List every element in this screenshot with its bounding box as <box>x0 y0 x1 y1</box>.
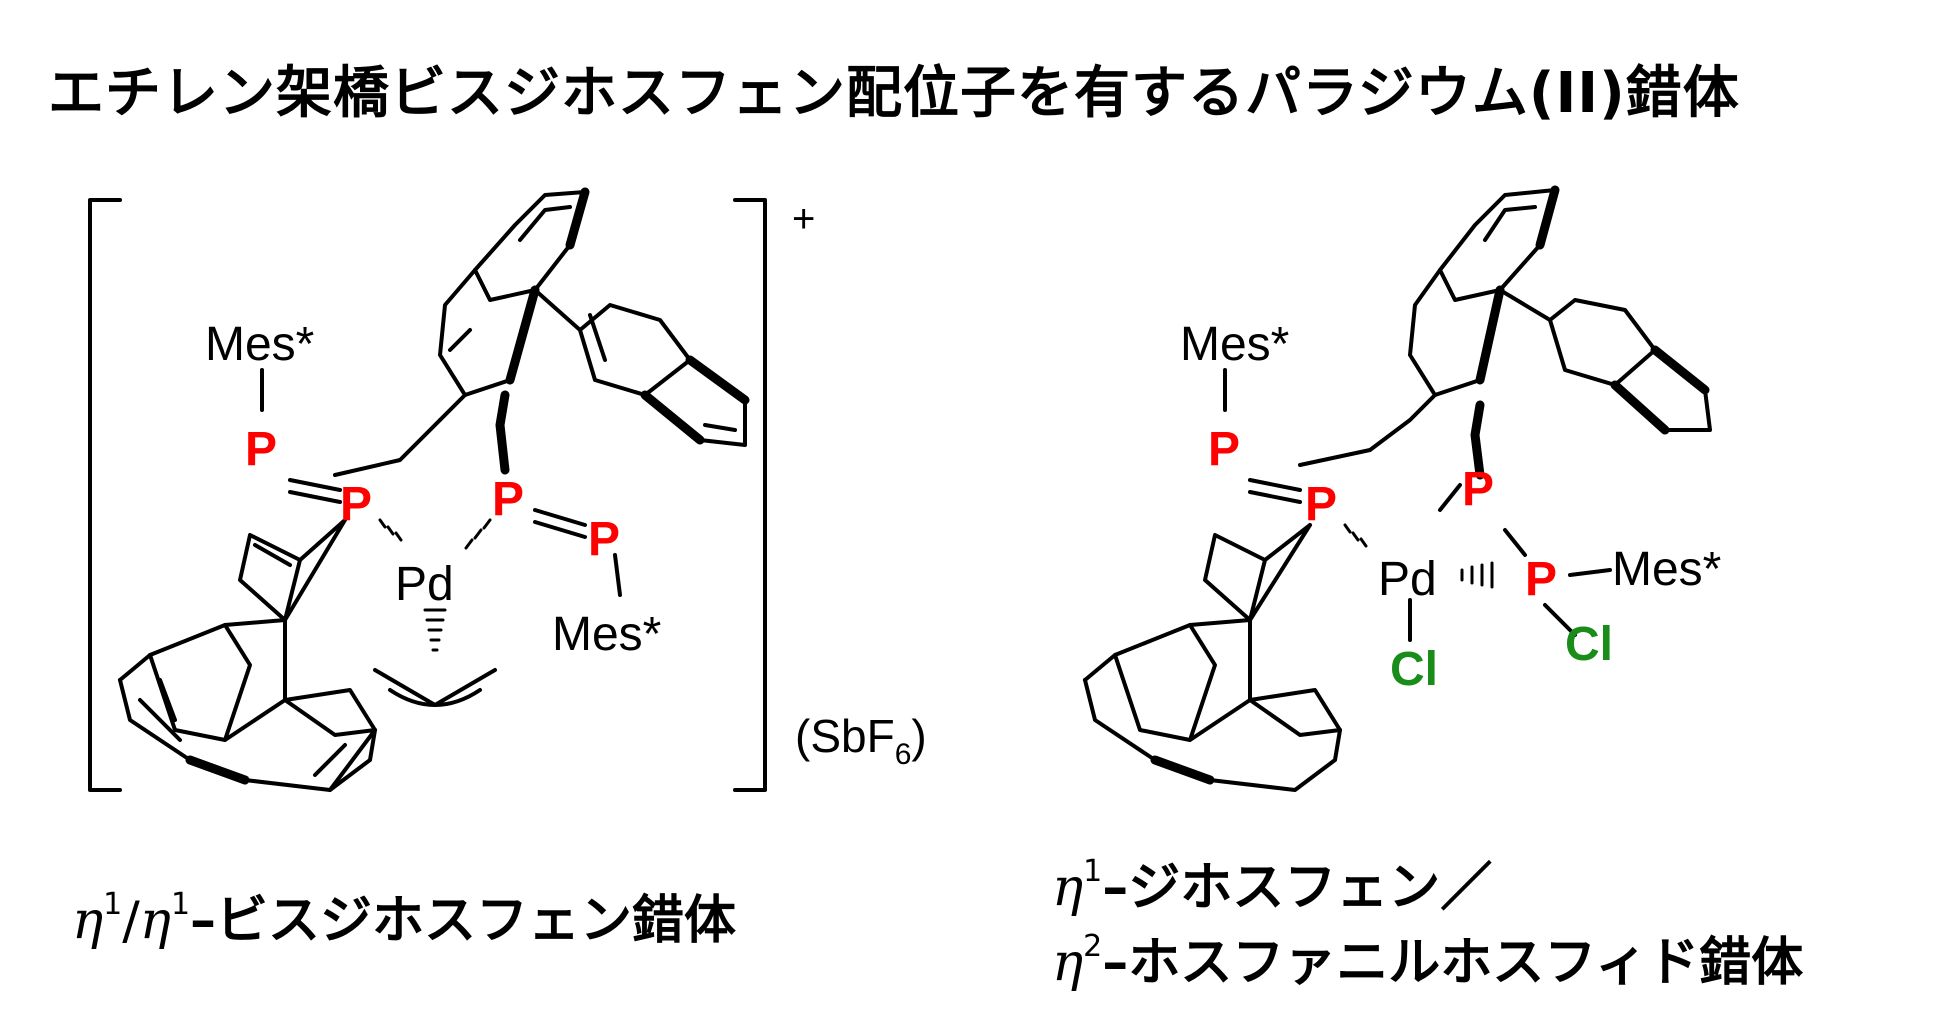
left-mes-right: Mes* <box>552 608 661 661</box>
left-caption-sup1: 1 <box>103 887 123 922</box>
lower-ring-1 <box>238 518 347 622</box>
right-cl-p: Cl <box>1565 618 1613 671</box>
left-caption-text: –ビスジホスフェン錯体 <box>190 891 737 951</box>
right-p-mid: P <box>1305 478 1337 531</box>
right-cl-pd: Cl <box>1390 643 1438 696</box>
right-caption-text2: –ホスファニルホスフィド錯体 <box>1102 933 1804 993</box>
right-caption-eta1: η <box>1052 858 1084 918</box>
left-caption-eta2: η <box>139 891 171 951</box>
right-pd: Pd <box>1378 553 1437 606</box>
right-caption-text1: –ジホスフェン／ <box>1102 858 1493 918</box>
pd-p-dash-right <box>464 518 492 550</box>
right-p-top: P <box>1208 423 1240 476</box>
counterion-sub: 6 <box>895 738 912 771</box>
right-caption-sup1: 1 <box>1083 854 1103 889</box>
right-bracket <box>733 198 767 792</box>
right-caption-eta2: η <box>1052 933 1084 993</box>
right-mes-right: Mes* <box>1612 543 1721 596</box>
right-naphthyl-ring <box>533 288 692 397</box>
left-bracket <box>88 198 122 792</box>
left-p-right2: P <box>588 513 620 566</box>
left-mes-top: Mes* <box>205 318 314 371</box>
pd-p-dash-left <box>378 518 403 542</box>
right-caption-line2: η2–ホスファニルホスフィド錯体 <box>1052 920 1803 995</box>
left-charge: + <box>792 197 815 241</box>
left-counterion: (SbF6) <box>795 710 927 771</box>
right-caption-line1: η1–ジホスフェン／ <box>1052 845 1492 920</box>
left-caption-slash: / <box>122 891 140 951</box>
right-complex <box>1083 185 1712 792</box>
right-mes-top: Mes* <box>1180 318 1289 371</box>
right-p-right-low: P <box>1525 553 1557 606</box>
left-p-right1: P <box>492 473 524 526</box>
page-title: エチレン架橋ビスジホスフェン配位子を有するパラジウム(II)錯体 <box>48 61 1740 126</box>
left-p-top: P <box>245 423 277 476</box>
allyl-hash-bond <box>423 608 447 652</box>
counterion-prefix: (SbF <box>795 710 895 762</box>
ethylene-bridge <box>333 418 442 477</box>
right-p-right-top: P <box>1462 463 1494 516</box>
left-caption-sup2: 1 <box>170 887 191 922</box>
counterion-suffix: ) <box>911 710 926 762</box>
left-caption: η1/η1–ビスジホスフェン錯体 <box>72 878 736 953</box>
left-pd: Pd <box>395 558 454 611</box>
right-caption-sup2: 2 <box>1083 929 1103 964</box>
allyl-ligand <box>373 668 497 707</box>
left-p-mid: P <box>340 478 372 531</box>
left-caption-eta1: η <box>72 891 104 951</box>
left-complex <box>88 187 767 792</box>
upper-naphthyl-ring <box>473 190 587 302</box>
